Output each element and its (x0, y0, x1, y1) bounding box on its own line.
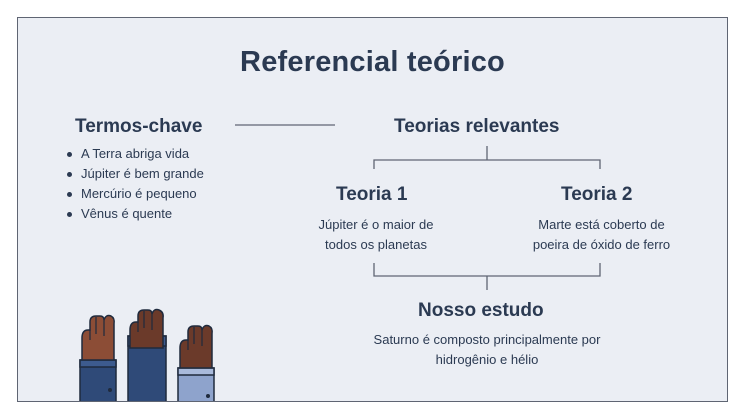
theory1-text-line: Júpiter é o maior de (318, 217, 434, 232)
study-text-line: Saturno é composto principalmente por (373, 332, 601, 347)
theory1-title: Teoria 1 (336, 184, 408, 205)
theory1-text: Júpiter é o maior de todos os planetas (296, 215, 456, 255)
slide-title: Referencial teórico (240, 46, 505, 78)
raised-fists-icon (79, 308, 215, 401)
study-text-line: hidrogênio e hélio (435, 352, 539, 367)
keyword-item: Júpiter é bem grande (66, 164, 204, 184)
theory2-text-line: Marte está coberto de (538, 217, 665, 232)
middle-fist-icon (127, 308, 167, 401)
keywords-list: A Terra abriga vida Júpiter é bem grande… (66, 144, 204, 224)
theories-bracket-top (373, 159, 601, 169)
study-heading: Nosso estudo (418, 300, 544, 321)
theories-bracket-bottom (373, 263, 601, 277)
theory2-text-line: poeira de óxido de ferro (532, 237, 671, 252)
keyword-item: A Terra abriga vida (66, 144, 204, 164)
study-text: Saturno é composto principalmente por hi… (352, 330, 622, 370)
theory1-text-line: todos os planetas (325, 237, 427, 252)
keyword-item: Vênus é quente (66, 204, 204, 224)
keywords-heading: Termos-chave (75, 116, 203, 137)
left-fist-icon (79, 314, 117, 401)
right-fist-icon (177, 324, 215, 401)
theory2-text: Marte está coberto de poeira de óxido de… (514, 215, 689, 255)
keyword-item: Mercúrio é pequeno (66, 184, 204, 204)
theory2-title: Teoria 2 (561, 184, 633, 205)
slide: Referencial teórico Termos-chave A Terra… (17, 17, 728, 402)
connector-lines (235, 124, 601, 290)
theories-heading: Teorias relevantes (394, 116, 560, 137)
